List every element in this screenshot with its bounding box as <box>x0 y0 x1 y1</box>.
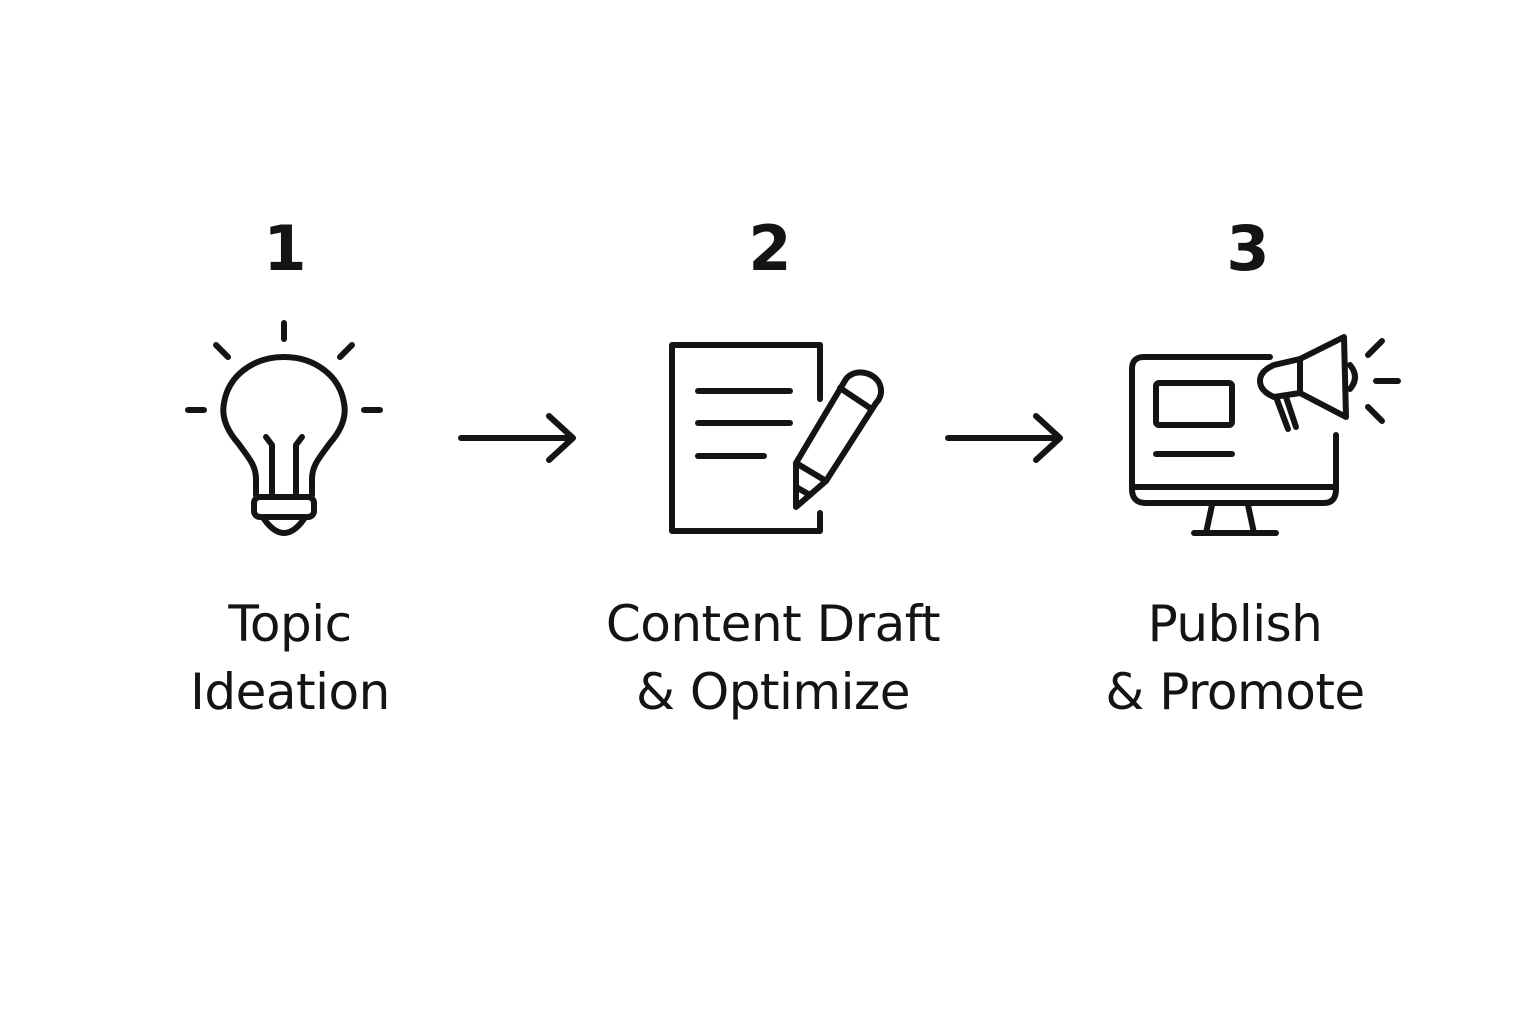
arrow-right-icon <box>945 413 1063 463</box>
step-2-label-line-1: Content Draft <box>605 595 941 653</box>
step-2-label-line-2: & Optimize <box>635 663 911 721</box>
monitor-megaphone-icon <box>1129 334 1401 536</box>
step-1-label: Topic Ideation <box>60 590 520 726</box>
step-3-label-line-1: Publish <box>1147 595 1323 653</box>
document-pencil-icon <box>669 342 885 534</box>
step-2-number: 2 <box>748 212 792 285</box>
step-3-number: 3 <box>1226 212 1270 285</box>
step-3-label-line-2: & Promote <box>1105 663 1365 721</box>
step-3-label: Publish & Promote <box>1005 590 1465 726</box>
arrow-right-icon <box>458 413 576 463</box>
step-1-label-line-2: Ideation <box>190 663 390 721</box>
step-2-label: Content Draft & Optimize <box>543 590 1003 726</box>
lightbulb-icon <box>185 320 383 536</box>
step-1-number: 1 <box>263 212 307 285</box>
step-1-label-line-1: Topic <box>228 595 352 653</box>
